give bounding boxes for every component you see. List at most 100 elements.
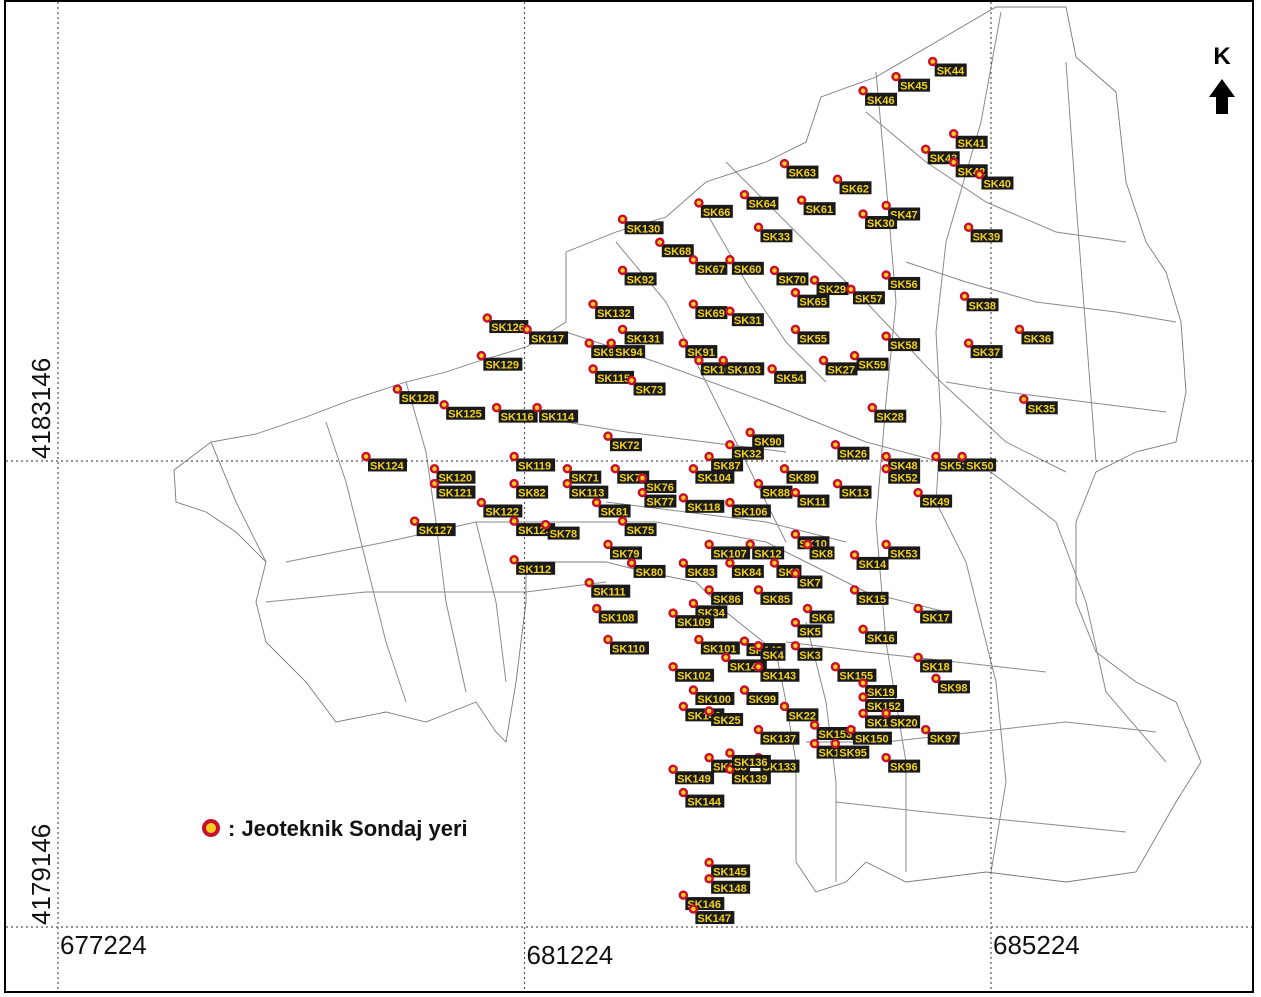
borehole-sk8[interactable]: SK8: [802, 539, 835, 561]
borehole-sk59[interactable]: SK59: [849, 350, 889, 372]
borehole-sk84[interactable]: SK84: [725, 558, 764, 579]
borehole-sk44[interactable]: SK44: [927, 56, 967, 78]
borehole-sk12[interactable]: SK12: [745, 539, 785, 561]
borehole-sk86[interactable]: SK86: [704, 585, 744, 606]
borehole-sk18[interactable]: SK18: [913, 652, 953, 674]
borehole-sk7[interactable]: SK7: [790, 568, 823, 590]
borehole-sk16[interactable]: SK16: [858, 624, 898, 646]
borehole-sk122[interactable]: SK122: [476, 497, 523, 519]
borehole-sk79[interactable]: SK79: [603, 539, 643, 561]
borehole-sk126[interactable]: SK126: [482, 313, 529, 335]
borehole-sk13[interactable]: SK13: [832, 478, 872, 500]
borehole-sk72[interactable]: SK72: [603, 431, 643, 453]
borehole-sk120[interactable]: SK120: [429, 463, 476, 485]
borehole-sk32[interactable]: SK32: [725, 439, 764, 461]
borehole-sk35[interactable]: SK35: [1019, 394, 1058, 416]
borehole-sk95[interactable]: SK95: [830, 738, 870, 760]
borehole-sk78[interactable]: SK78: [540, 519, 580, 541]
borehole-sk31[interactable]: SK31: [725, 306, 764, 328]
borehole-sk81[interactable]: SK81: [591, 497, 631, 519]
borehole-sk55[interactable]: SK55: [790, 324, 830, 346]
borehole-sk88[interactable]: SK88: [753, 478, 793, 500]
borehole-sk37[interactable]: SK37: [963, 338, 1003, 360]
borehole-sk139[interactable]: SK139: [725, 764, 771, 786]
borehole-sk51[interactable]: SK51: [931, 451, 970, 473]
borehole-sk107[interactable]: SK107: [704, 539, 751, 561]
borehole-sk70[interactable]: SK70: [769, 265, 809, 287]
borehole-sk45[interactable]: SK45: [891, 71, 931, 93]
borehole-sk108[interactable]: SK108: [591, 603, 638, 625]
borehole-sk104[interactable]: SK104: [688, 463, 735, 485]
borehole-sk153[interactable]: SK153: [809, 720, 856, 741]
borehole-sk132[interactable]: SK132: [588, 299, 635, 321]
borehole-sk58[interactable]: SK58: [881, 331, 921, 353]
borehole-sk11[interactable]: SK11: [790, 487, 830, 509]
borehole-sk75[interactable]: SK75: [617, 516, 657, 538]
borehole-sk36[interactable]: SK36: [1014, 324, 1054, 346]
borehole-sk80[interactable]: SK80: [626, 558, 666, 579]
borehole-sk20[interactable]: SK20: [881, 708, 921, 730]
borehole-sk94[interactable]: SK94: [606, 338, 646, 360]
borehole-sk63[interactable]: SK63: [779, 158, 819, 180]
borehole-sk92[interactable]: SK92: [617, 265, 657, 287]
borehole-sk111[interactable]: SK111: [584, 577, 631, 599]
borehole-sk83[interactable]: SK83: [678, 558, 718, 579]
borehole-sk110[interactable]: SK110: [603, 634, 650, 656]
borehole-sk6[interactable]: SK6: [802, 603, 835, 625]
borehole-sk129[interactable]: SK129: [476, 350, 523, 372]
borehole-sk100[interactable]: SK100: [688, 685, 735, 707]
borehole-sk48[interactable]: SK48: [881, 451, 921, 473]
borehole-sk112[interactable]: SK112: [509, 555, 556, 576]
borehole-sk27[interactable]: SK27: [818, 355, 858, 377]
borehole-sk67[interactable]: SK67: [688, 255, 728, 276]
borehole-sk40[interactable]: SK40: [974, 169, 1014, 191]
borehole-sk14[interactable]: SK14: [849, 550, 889, 571]
borehole-sk76[interactable]: SK76: [637, 473, 677, 495]
borehole-sk128[interactable]: SK128: [392, 384, 439, 406]
borehole-sk85[interactable]: SK85: [753, 585, 793, 606]
borehole-sk56[interactable]: SK56: [881, 270, 921, 291]
borehole-sk119[interactable]: SK119: [509, 451, 556, 473]
borehole-sk113[interactable]: SK113: [562, 478, 609, 500]
borehole-sk41[interactable]: SK41: [948, 129, 988, 150]
borehole-sk148[interactable]: SK148: [704, 874, 751, 895]
borehole-sk38[interactable]: SK38: [959, 291, 999, 313]
borehole-sk53[interactable]: SK53: [881, 539, 921, 561]
borehole-sk89[interactable]: SK89: [779, 463, 819, 485]
borehole-sk125[interactable]: SK125: [439, 399, 486, 421]
borehole-sk33[interactable]: SK33: [753, 222, 793, 244]
borehole-sk90[interactable]: SK90: [745, 427, 785, 449]
borehole-sk25[interactable]: SK25: [704, 706, 744, 728]
borehole-sk149[interactable]: SK149: [668, 764, 715, 786]
borehole-sk57[interactable]: SK57: [846, 284, 885, 306]
borehole-sk62[interactable]: SK62: [832, 174, 872, 196]
borehole-sk52[interactable]: SK52: [881, 463, 921, 485]
borehole-sk73[interactable]: SK73: [626, 375, 666, 397]
borehole-sk22[interactable]: SK22: [779, 701, 819, 723]
borehole-sk98[interactable]: SK98: [931, 673, 970, 695]
borehole-sk150[interactable]: SK150: [846, 724, 892, 746]
borehole-sk114[interactable]: SK114: [532, 402, 579, 424]
borehole-sk136[interactable]: SK136: [725, 748, 771, 769]
borehole-sk68[interactable]: SK68: [655, 237, 694, 259]
borehole-sk147[interactable]: SK147: [688, 904, 735, 926]
borehole-sk64[interactable]: SK64: [739, 189, 779, 211]
borehole-sk124[interactable]: SK124: [361, 451, 408, 473]
borehole-sk3[interactable]: SK3: [790, 641, 823, 662]
borehole-sk96[interactable]: SK96: [881, 752, 921, 774]
borehole-sk130[interactable]: SK130: [617, 214, 664, 236]
borehole-sk91[interactable]: SK91: [678, 338, 718, 360]
borehole-sk144[interactable]: SK144: [678, 787, 725, 809]
borehole-sk82[interactable]: SK82: [509, 478, 549, 500]
borehole-sk17[interactable]: SK17: [913, 603, 953, 625]
borehole-sk143[interactable]: SK143: [753, 661, 800, 683]
borehole-sk69[interactable]: SK69: [688, 299, 728, 321]
borehole-sk15[interactable]: SK15: [849, 585, 889, 606]
borehole-sk131[interactable]: SK131: [617, 324, 664, 346]
borehole-sk127[interactable]: SK127: [409, 516, 456, 538]
borehole-sk145[interactable]: SK145: [704, 857, 751, 879]
borehole-sk28[interactable]: SK28: [867, 402, 907, 424]
borehole-sk39[interactable]: SK39: [963, 222, 1003, 244]
borehole-sk109[interactable]: SK109: [668, 608, 715, 630]
borehole-sk106[interactable]: SK106: [725, 497, 771, 519]
